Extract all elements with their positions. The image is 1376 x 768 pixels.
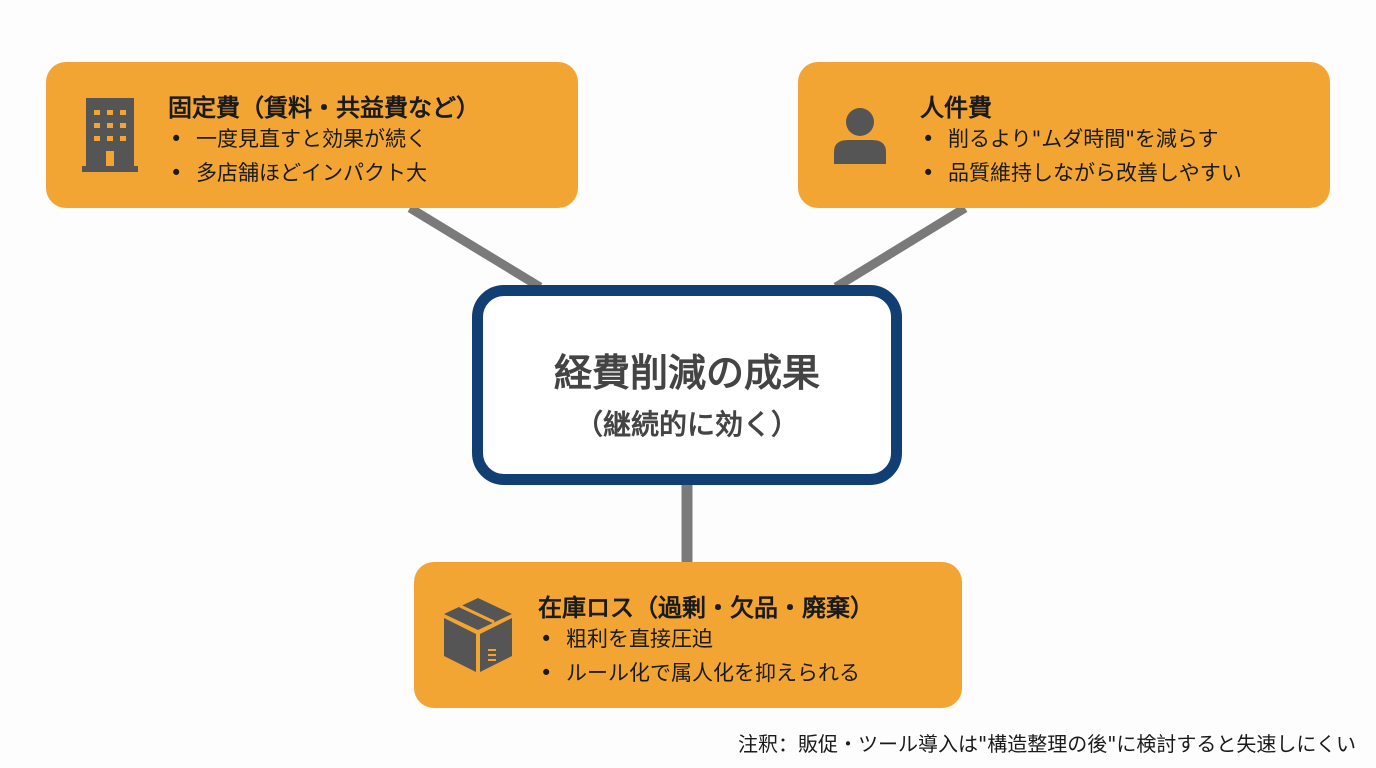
node-fixed-costs: 固定費（賃料・共益費など） 一度見直すと効果が続く 多店舗ほどインパクト大 (46, 62, 578, 208)
node-title: 在庫ロス（過剰・欠品・廃棄） (538, 594, 874, 622)
building-icon (82, 98, 138, 172)
connector-fixed-costs (407, 204, 543, 291)
central-title: 経費削減の成果 (553, 351, 820, 395)
bullet-item: 品質維持しながら改善しやすい (922, 156, 1242, 190)
connector-labor-costs (833, 204, 968, 291)
node-title: 人件費 (920, 94, 992, 122)
node-title: 固定費（賃料・共益費など） (168, 94, 480, 122)
bullet-item: 一度見直すと効果が続く (170, 122, 427, 156)
node-labor-costs: 人件費 削るより"ムダ時間"を減らす 品質維持しながら改善しやすい (798, 62, 1330, 208)
bullet-item: ルール化で属人化を抑えられる (540, 656, 860, 690)
person-icon (834, 108, 886, 164)
central-subtitle: （継続的に効く） (574, 408, 799, 441)
footnote: 注釈：販促・ツール導入は"構造整理の後"に検討すると失速しにくい (738, 732, 1356, 756)
central-node: 経費削減の成果 （継続的に効く） (472, 285, 902, 485)
node-inventory-loss: 在庫ロス（過剰・欠品・廃棄） 粗利を直接圧迫 ルール化で属人化を抑えられる (414, 562, 962, 708)
bullet-item: 多店舗ほどインパクト大 (170, 156, 427, 190)
bullet-item: 削るより"ムダ時間"を減らす (922, 122, 1242, 156)
bullet-item: 粗利を直接圧迫 (540, 622, 860, 656)
box-icon (444, 598, 512, 672)
